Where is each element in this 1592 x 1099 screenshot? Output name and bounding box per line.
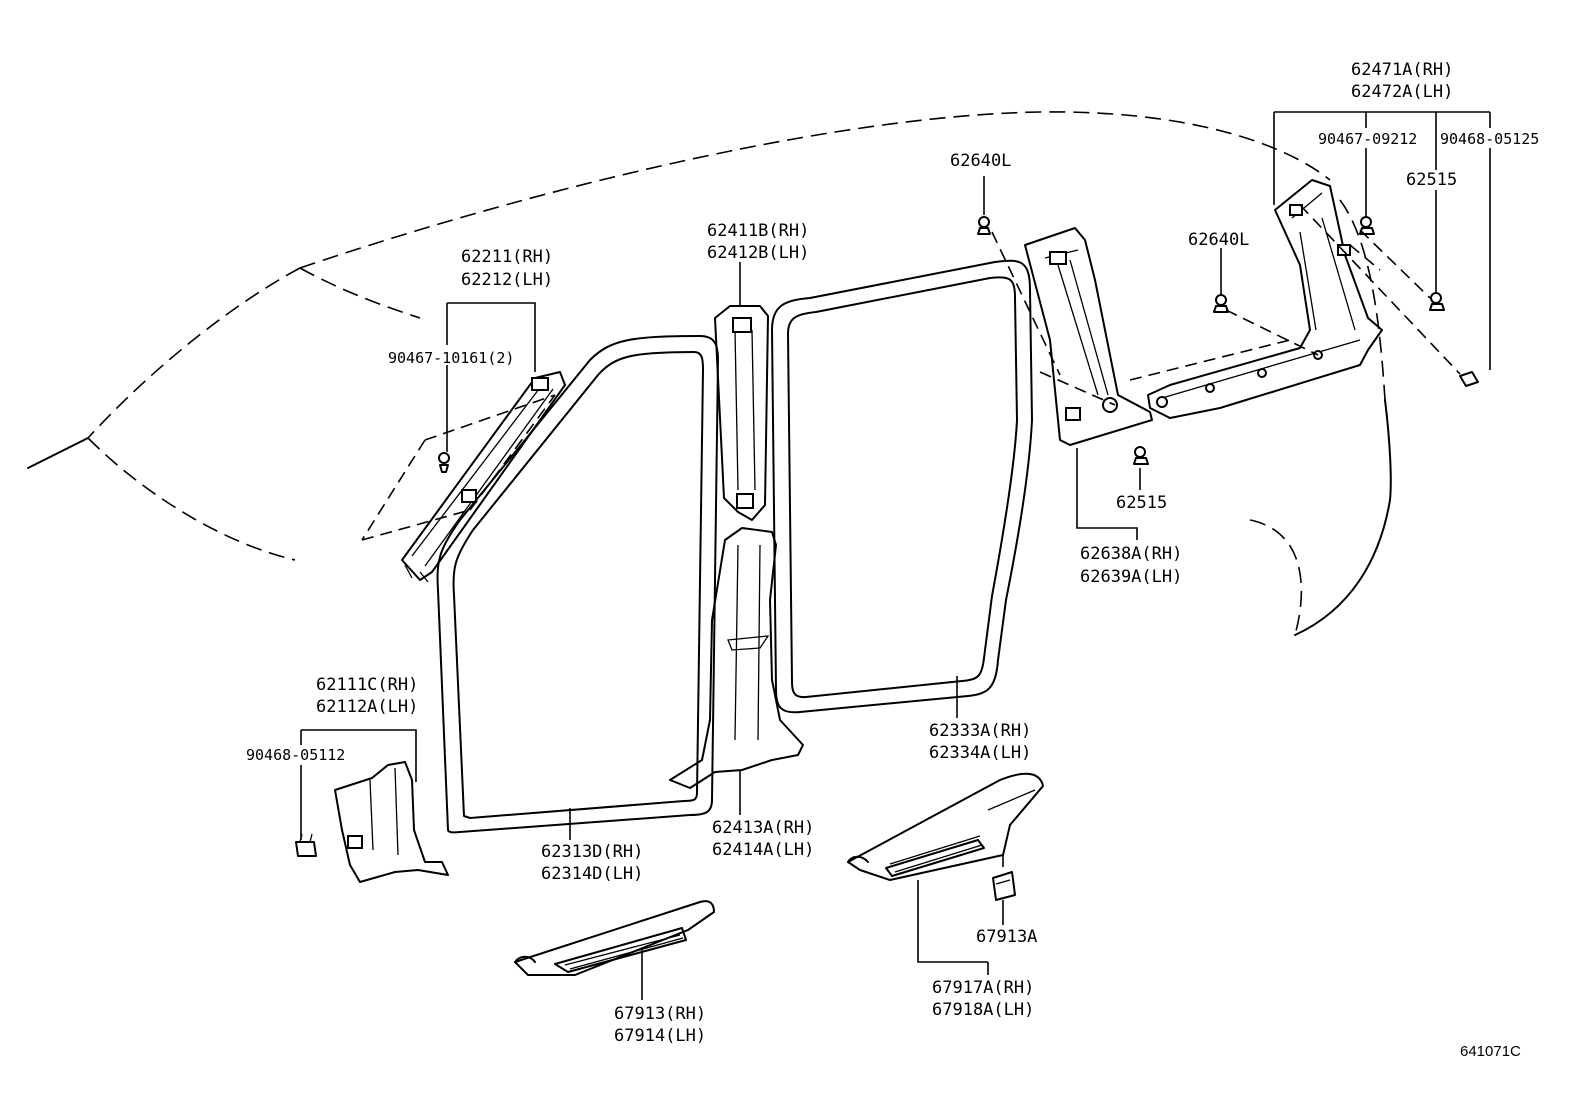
cowl-side-clip xyxy=(295,833,317,857)
a-pillar-garnish-rh-label: 62211(RH) xyxy=(461,247,553,267)
c-pillar-garnish xyxy=(1024,227,1153,446)
c-pillar-bottom-clip-label: 62515 xyxy=(1116,493,1167,513)
c-pillar-leaders xyxy=(983,176,1141,540)
rear-scuff-clip xyxy=(992,871,1016,901)
front-scuff-plate-lh-label: 67914(LH) xyxy=(614,1026,706,1046)
labels: 62211(RH) 62212(LH) 90467-10161(2) 62313… xyxy=(246,60,1539,1060)
quarter-dashed-links xyxy=(1129,204,1461,381)
quarter-clips xyxy=(1213,216,1479,387)
rear-scuff-plate-rh-label: 67917A(RH) xyxy=(932,978,1034,998)
a-pillar-dashed-links xyxy=(361,394,556,541)
quarter-clip-c-label: 62515 xyxy=(1406,170,1457,190)
vehicle-body-outline xyxy=(87,111,1386,636)
b-pillar-lower-rh-label: 62413A(RH) xyxy=(712,818,814,838)
quarter-trim-lh-label: 62472A(LH) xyxy=(1351,82,1453,102)
cowl-side-trim xyxy=(334,761,449,883)
b-pillar-upper-lh-label: 62412B(LH) xyxy=(707,243,809,263)
rear-door-trim-lh-label: 62334A(LH) xyxy=(929,743,1031,763)
b-pillar-upper-rh-label: 62411B(RH) xyxy=(707,221,809,241)
front-scuff-plate xyxy=(514,900,715,976)
d-pillar-clip-label: 62640L xyxy=(1188,230,1249,250)
c-pillar-bottom-clip xyxy=(1133,446,1149,465)
quarter-clip-a-label: 90467-09212 xyxy=(1318,130,1417,148)
quarter-trim xyxy=(1147,179,1383,419)
c-pillar-garnish-rh-label: 62638A(RH) xyxy=(1080,544,1182,564)
rear-door-opening-trim xyxy=(771,259,1033,714)
rear-scuff-clip-label: 67913A xyxy=(976,927,1037,947)
b-pillar-upper-garnish xyxy=(714,305,769,521)
cowl-side-clip-label: 90468-05112 xyxy=(246,746,345,764)
cowl-side-trim-rh-label: 62111C(RH) xyxy=(316,675,418,695)
rear-scuff-leaders xyxy=(917,855,1004,975)
c-pillar-top-clip-label: 62640L xyxy=(950,151,1011,171)
a-pillar-clip-label: 90467-10161(2) xyxy=(388,349,514,367)
cowl-side-leaders xyxy=(300,729,417,840)
a-pillar-leaders xyxy=(446,302,536,452)
rear-scuff-plate xyxy=(847,772,1044,881)
rear-door-trim-rh-label: 62333A(RH) xyxy=(929,721,1031,741)
b-pillar-lower-lh-label: 62414A(LH) xyxy=(712,840,814,860)
vehicle-body-solid-outline xyxy=(27,399,1392,636)
a-pillar-garnish-lh-label: 62212(LH) xyxy=(461,270,553,290)
c-pillar-top-clip xyxy=(977,216,991,235)
quarter-clip-b-label: 90468-05125 xyxy=(1440,130,1539,148)
diagram-code-label: 641071C xyxy=(1460,1043,1521,1060)
rear-scuff-plate-lh-label: 67918A(LH) xyxy=(932,1000,1034,1020)
quarter-leaders xyxy=(1220,111,1491,370)
c-pillar-garnish-lh-label: 62639A(LH) xyxy=(1080,567,1182,587)
c-pillar-dashed-links xyxy=(991,231,1116,406)
front-door-trim-lh-label: 62314D(LH) xyxy=(541,864,643,884)
b-pillar-lower-garnish xyxy=(669,527,804,789)
cowl-side-trim-lh-label: 62112A(LH) xyxy=(316,697,418,717)
a-pillar-garnish xyxy=(401,371,566,583)
front-scuff-plate-rh-label: 67913(RH) xyxy=(614,1004,706,1024)
quarter-trim-rh-label: 62471A(RH) xyxy=(1351,60,1453,80)
front-door-opening-trim xyxy=(436,335,719,834)
front-door-trim-rh-label: 62313D(RH) xyxy=(541,842,643,862)
a-pillar-clip xyxy=(438,452,450,473)
